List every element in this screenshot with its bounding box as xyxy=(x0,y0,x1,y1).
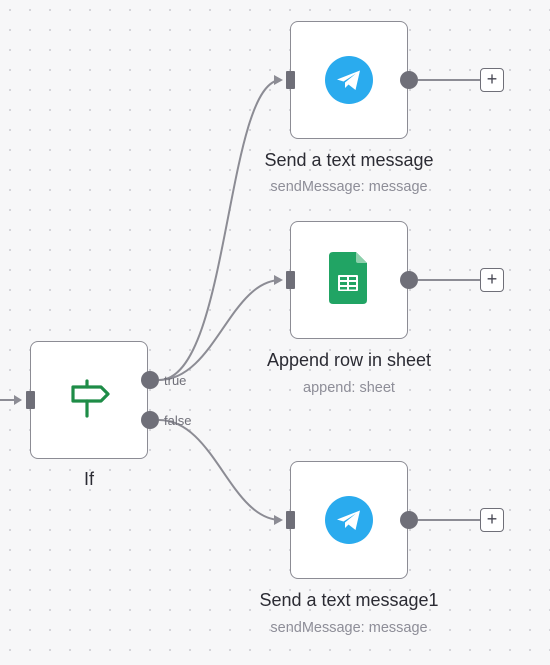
send-text-message1-node[interactable] xyxy=(290,461,408,579)
arrowhead-append-row xyxy=(274,275,283,285)
arrowhead-send-text-message xyxy=(274,75,283,85)
if-node-title: If xyxy=(83,469,94,489)
edge-if-true-to-send-text-message[interactable] xyxy=(158,79,282,381)
append-row-in-sheet-node[interactable] xyxy=(290,221,408,339)
send-text-message-title: Send a text message xyxy=(264,150,434,170)
if-node-true-output-port[interactable] xyxy=(141,371,159,389)
send-text-message1-subtitle: sendMessage: message xyxy=(270,620,428,636)
add-node-after-send-text-message-button[interactable]: + xyxy=(480,68,504,92)
if-false-branch-label: false xyxy=(164,413,192,428)
add-node-after-send-text-message1-button[interactable]: + xyxy=(480,508,504,532)
if-node-false-output-port[interactable] xyxy=(141,411,159,429)
if-true-branch-label: true xyxy=(164,373,187,388)
if-node-input-port[interactable] xyxy=(26,391,35,409)
append-row-output-port[interactable] xyxy=(400,271,418,289)
send-text-message-output-port[interactable] xyxy=(400,71,418,89)
google-sheets-icon xyxy=(329,251,369,309)
signpost-icon xyxy=(65,374,113,427)
send-text-message1-title: Send a text message1 xyxy=(259,590,439,610)
arrowhead-if-input xyxy=(14,395,22,405)
send-text-message-subtitle: sendMessage: message xyxy=(270,179,428,195)
telegram-icon xyxy=(325,496,373,544)
append-row-title: Append row in sheet xyxy=(266,350,432,370)
if-node[interactable] xyxy=(30,341,148,459)
add-node-after-append-row-button[interactable]: + xyxy=(480,268,504,292)
append-row-subtitle: append: sheet xyxy=(303,380,395,396)
arrowhead-send-text-message1 xyxy=(274,515,283,525)
telegram-icon xyxy=(325,56,373,104)
append-row-input-port[interactable] xyxy=(286,271,295,289)
send-text-message1-input-port[interactable] xyxy=(286,511,295,529)
send-text-message-input-port[interactable] xyxy=(286,71,295,89)
send-text-message1-output-port[interactable] xyxy=(400,511,418,529)
send-text-message-node[interactable] xyxy=(290,21,408,139)
